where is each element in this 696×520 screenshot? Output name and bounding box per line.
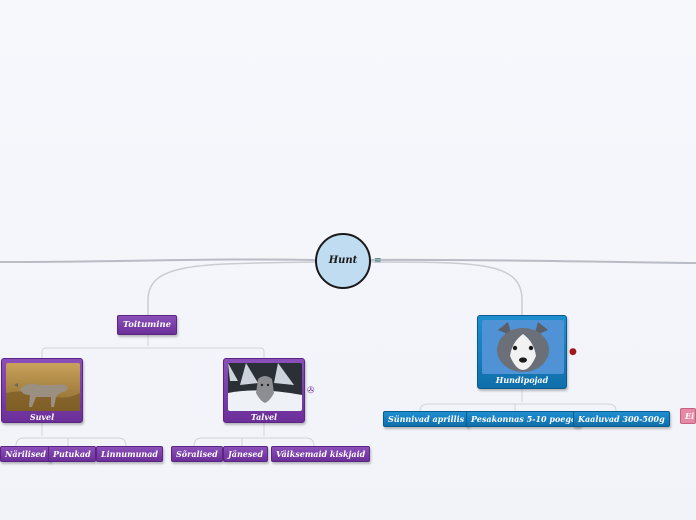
link-root-feeding (147, 261, 316, 316)
globe-link-icon[interactable]: ✇ (307, 386, 315, 396)
topic-putukad[interactable]: Putukad (48, 446, 96, 462)
topic-offscreen-right[interactable]: Ei ä (680, 408, 696, 424)
link-summer-children (15, 423, 127, 447)
topic-toitumine[interactable]: Toitumine (117, 315, 177, 335)
link-root-left (0, 258, 316, 263)
link-root-right (370, 258, 696, 264)
topic-talvel[interactable]: Talvel (223, 358, 305, 423)
link-root-pups (370, 261, 523, 316)
topic-janesed[interactable]: Jänesed (223, 446, 269, 462)
topic-suvel[interactable]: Suvel (1, 358, 83, 423)
central-topic-hunt[interactable]: Hunt (315, 233, 371, 289)
topic-hundipojad-label: Hundipojad (495, 375, 549, 385)
link-pups-children (419, 389, 617, 412)
link-feeding-children (41, 334, 265, 358)
topic-sunnivad-aprillis[interactable]: Sünnivad aprillis (383, 411, 470, 427)
topic-suvel-label: Suvel (29, 412, 55, 422)
topic-soralised[interactable]: Sõralised (171, 446, 223, 462)
topic-narilised[interactable]: Närilised (0, 446, 52, 462)
topic-vaiksemaid-kiskjaid[interactable]: Väiksemaid kiskjaid (271, 446, 371, 462)
link-winter-children (193, 423, 315, 447)
wolf-winter-photo (228, 363, 302, 411)
topic-talvel-label: Talvel (250, 412, 278, 422)
topic-linnumunad[interactable]: Linnumunad (96, 446, 163, 462)
topic-pesakonnas[interactable]: Pesakonnas 5-10 poega (466, 411, 582, 427)
topic-hundipojad[interactable]: Hundipojad (477, 315, 567, 389)
ladybug-icon[interactable]: ● (569, 347, 577, 357)
wolf-pup-photo (482, 320, 564, 374)
topic-kaaluvad[interactable]: Kaaluvad 300-500g (573, 411, 670, 427)
wolf-summer-photo (6, 363, 80, 411)
notes-icon[interactable]: ≡ (374, 256, 382, 266)
